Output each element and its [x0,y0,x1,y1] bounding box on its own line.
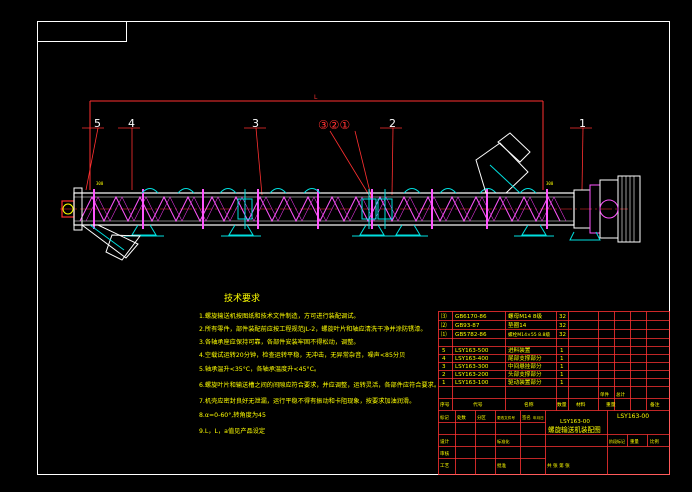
part-row-no: ⑵ [441,321,447,329]
discharge-chute [475,132,531,194]
part-row-code: LSY163-400 [455,356,489,362]
tail-bearing [61,187,83,231]
part-row-name: 垫圈14 [508,321,527,329]
header-name: 名称 [524,401,534,408]
part-row-qty: 32 [559,314,566,320]
note-line-9: 9.L，L，a值见产品设定 [199,427,265,435]
part-row-no: 1 [442,380,446,386]
outer-frame [37,21,670,475]
drive-unit [569,175,641,243]
part-row-no: 5 [442,348,446,354]
balloon-2: 2 [389,117,396,130]
overall-dimension-label: L [314,94,318,101]
part-row-no: 2 [442,372,446,378]
note-line-1: 1.螺旋输送机按图纸和技术文件制造，方可进行装配调试。 [199,312,360,320]
title-block [438,311,670,475]
note-line-8: 8.α=0-60°,转角度为45 [199,411,266,419]
tb-stage: 阶段标记 [609,438,625,444]
tb-approve: 批准 [497,462,507,469]
support-feet [124,224,554,237]
tb-craft: 工艺 [440,463,450,469]
note-line-7: 7.机壳应密封良好无泄漏，运行平稳不得有振动和卡阻现象，按要求加油润滑。 [199,397,415,405]
part-row-code: GB6170-86 [455,314,487,320]
part-row-code: LSY163-200 [455,372,489,378]
part-row-code: LSY163-500 [455,348,489,354]
balloon-5: 5 [94,117,101,130]
part-row-no: 4 [442,356,446,362]
technical-notes: 技术要求 1.螺旋输送机按图纸和技术文件制造，方可进行装配调试。 2.所有零件，… [199,292,440,435]
dim-tag-tail: 300 [96,181,104,186]
part-row-name: 驱动装置部分 [508,378,542,386]
note-line-6: 6.螺旋叶片和输送槽之间的间隙应符合要求，并应调整，运转灵活，各部件应符合要求。 [199,381,440,389]
part-row-name: 螺母M14 8级 [508,312,542,320]
header-code: 代号 [473,401,483,408]
tb-change: 更改文件号 [497,415,515,420]
part-row-qty: 1 [560,356,564,362]
part-row-name: 螺栓M14×55 8.8级 [508,331,550,338]
part-row-code: GB93-87 [455,323,480,329]
conveyor-assembly: 300 300 [60,132,641,261]
part-row-code: LSY163-300 [455,364,489,370]
dim-tag-head: 300 [546,181,554,186]
note-line-3: 3.各轴承座应保持可靠，各部件安装牢固不得松动，调整。 [199,338,360,346]
header-no: 序号 [440,401,450,408]
part-row-no: ⑴ [441,330,447,338]
part-row-qty: 1 [560,348,564,354]
header-single: 单件 [600,391,609,398]
tb-review: 审核 [440,450,450,457]
tb-sign: 签名 [522,414,531,421]
header-mat: 材料 [576,401,586,408]
part-row-qty: 1 [560,380,564,386]
hanger-bearings [237,189,393,229]
part-row-no: 3 [442,364,446,370]
part-row-no: ⑶ [441,312,447,320]
balloon-3: 3 [252,117,259,130]
tb-date: 年月日 [533,415,544,420]
part-row-name: 进料装置 [508,346,531,354]
header-total: 总计 [616,391,625,398]
part-row-code: GB5782-86 [455,332,487,338]
part-row-name: 尾部支撑部分 [508,354,542,362]
tb-ratio: 比例 [650,438,659,445]
drawing-number: LSY163-00 [617,413,649,420]
tb-design: 设计 [440,438,450,445]
flange-rings [93,189,548,229]
screw-flights [79,195,561,223]
header-remark: 备注 [650,401,660,408]
part-row-name: 中间悬挂部分 [508,362,542,370]
header-qty: 数量 [557,401,567,408]
part-row-qty: 32 [559,323,566,329]
parts-table-text: ⑶ GB6170-86 螺母M14 8级 32 ⑵ GB93-87 垫圈14 3… [440,312,660,469]
inlet-chute [80,224,141,261]
balloon-leaders [82,127,592,201]
balloon-1: 1 [579,117,586,130]
balloon-4: 4 [128,117,135,130]
top-lugs [141,188,537,194]
note-line-5: 5.轴承温升<35°C，各轴承温度升<45°C。 [199,365,320,373]
drawing-code-center: LSY163-00 [560,419,590,425]
part-row-code: LSY163-100 [455,380,489,386]
note-line-4: 4.空载试运转20分钟，检查运转平稳，无冲击，无异常杂音，噪声<85分贝 [199,351,405,359]
drawing-title: 螺旋输送机装配图 [548,425,601,434]
part-row-name: 头部支撑部分 [508,370,542,378]
tb-weight: 重量 [630,438,639,445]
tb-mark: 标记 [440,414,449,421]
tb-count: 处数 [457,414,466,421]
balloon-fasteners: ③②① [318,118,350,132]
header-weight: 重量 [606,401,616,408]
notes-title: 技术要求 [224,292,260,304]
code-box [37,21,127,42]
overall-dimension [89,100,544,190]
tb-standardize: 标准化 [497,438,510,445]
part-row-qty: 32 [559,332,566,338]
part-row-qty: 1 [560,372,564,378]
note-line-2: 2.所有零件，部件装配前应按工程规范JL-2，螺旋叶片和轴应清洗干净并涂防锈漆。 [199,325,427,333]
tb-sheets: 共 张 第 张 [547,462,570,469]
tb-zone: 分区 [477,414,486,421]
part-row-qty: 1 [560,364,564,370]
